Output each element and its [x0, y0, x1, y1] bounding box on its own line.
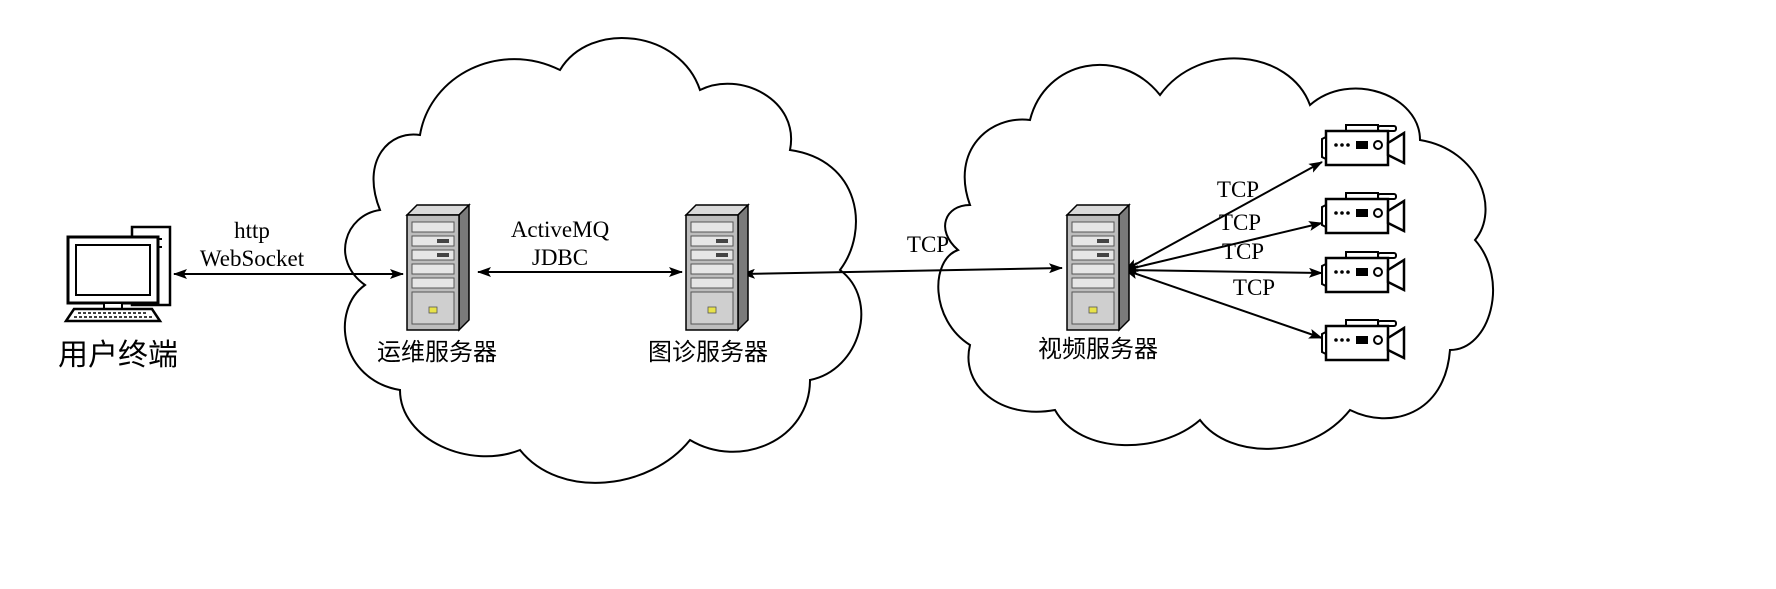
link-ops-diag-protocol-2: JDBC: [532, 245, 588, 270]
link-diag-video: [741, 263, 1063, 279]
link-ops-diag-protocol-1: ActiveMQ: [511, 217, 610, 242]
video-server-label: 视频服务器: [1038, 336, 1158, 363]
right-cloud: [937, 57, 1494, 450]
diag-server-label: 图诊服务器: [648, 339, 768, 366]
diag-server-icon: [685, 204, 749, 331]
link-terminal-ops-protocol-2: WebSocket: [200, 246, 305, 271]
link-diag-video-protocol: TCP: [907, 232, 949, 257]
link-video-cam2-protocol: TCP: [1219, 210, 1261, 235]
link-video-cam4: [1124, 269, 1323, 339]
video-server-icon: [1066, 204, 1130, 331]
link-video-cam3-protocol: TCP: [1222, 239, 1264, 264]
link-video-cam1-protocol: TCP: [1217, 177, 1259, 202]
terminal-label: 用户终端: [58, 339, 178, 372]
left-cloud: [343, 37, 863, 484]
link-video-cam4-protocol: TCP: [1233, 275, 1275, 300]
link-video-cam2: [1124, 221, 1323, 272]
ops-server-label: 运维服务器: [377, 339, 497, 366]
ops-server-icon: [406, 204, 470, 331]
link-terminal-ops-protocol-1: http: [234, 218, 270, 243]
desktop-computer-icon: [63, 225, 172, 323]
